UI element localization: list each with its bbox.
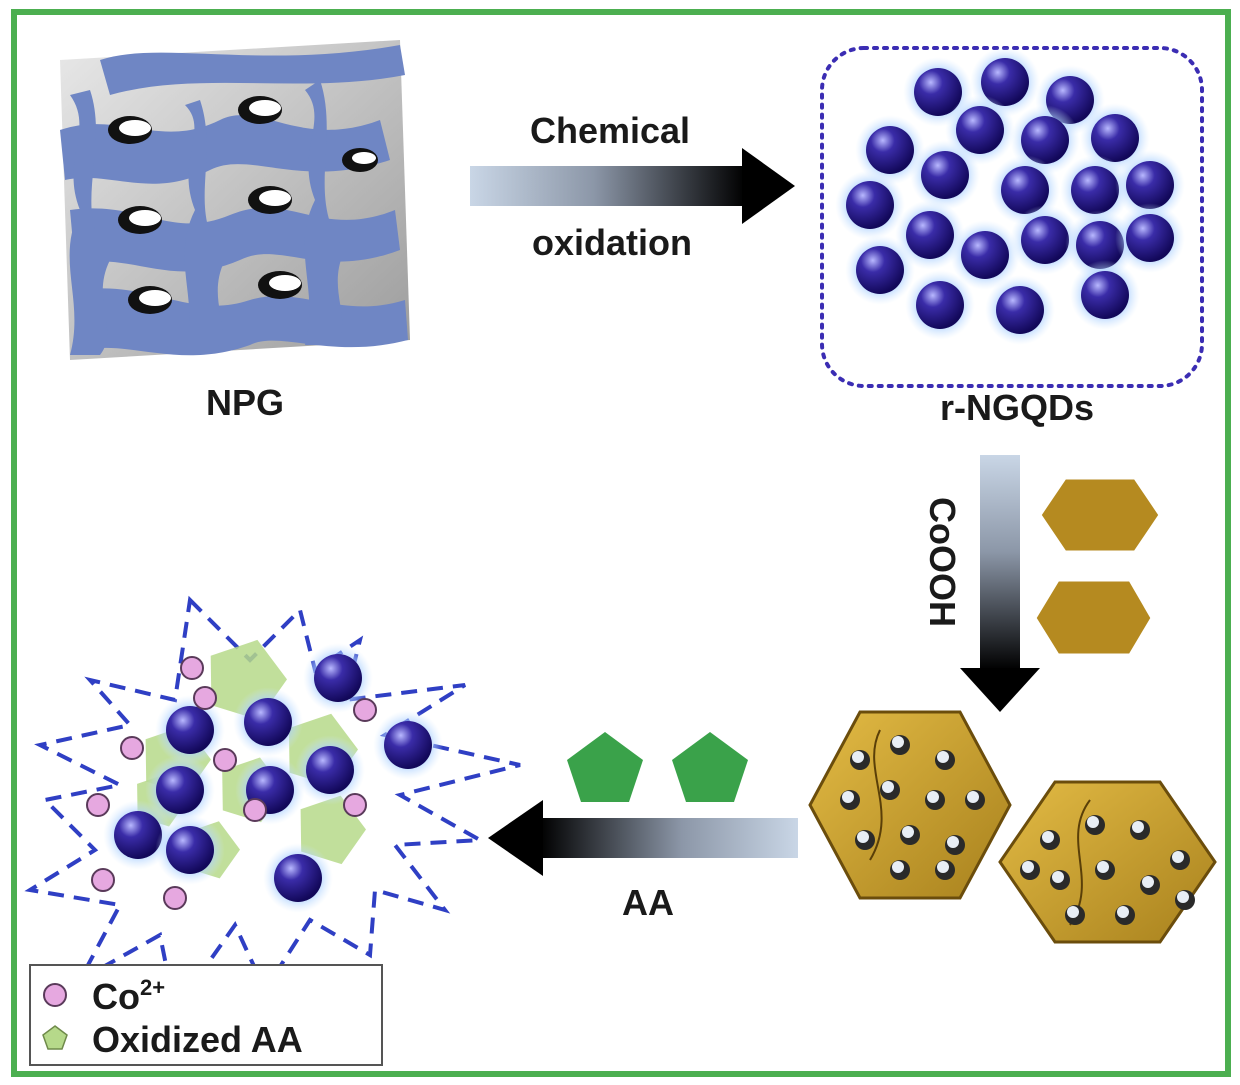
cooh-arrow <box>960 455 1040 712</box>
quantum-dot <box>835 170 905 240</box>
legend-box <box>29 964 383 1066</box>
npg-label: NPG <box>206 382 284 423</box>
quantum-dot <box>1060 155 1130 225</box>
loaded-dot <box>1065 905 1085 925</box>
loaded-dot <box>1170 850 1190 870</box>
quantum-dot <box>233 687 303 757</box>
quantum-dot <box>1010 205 1080 275</box>
loaded-dot <box>890 860 910 880</box>
co-ion <box>193 686 217 710</box>
nanosheet-loaded-dots <box>840 735 1195 925</box>
quantum-dot <box>1115 150 1185 220</box>
loaded-dot <box>1050 870 1070 890</box>
cooh-flake-icon <box>1033 578 1154 657</box>
legend-co-main: Co <box>92 976 140 1017</box>
loaded-dot <box>935 860 955 880</box>
loaded-dot <box>900 825 920 845</box>
co2-ions <box>86 656 377 910</box>
legend-oxidized-label: Oxidized AA <box>92 1019 303 1060</box>
loaded-dot <box>1130 820 1150 840</box>
loaded-dot <box>945 835 965 855</box>
legend-co-label: Co2+ <box>92 975 165 1017</box>
loaded-dot <box>880 780 900 800</box>
quantum-dot <box>845 235 915 305</box>
quantum-dot <box>155 815 225 885</box>
loaded-dot <box>890 735 910 755</box>
quantum-dot <box>1070 260 1140 330</box>
quantum-dot <box>970 47 1040 117</box>
loaded-dot <box>840 790 860 810</box>
quantum-dot <box>373 710 443 780</box>
loaded-dot <box>925 790 945 810</box>
co-ion <box>243 798 267 822</box>
co-ion <box>91 868 115 892</box>
loaded-dot <box>1140 875 1160 895</box>
recovered-quantum-dots <box>103 643 443 913</box>
npg-structure-image <box>60 40 410 360</box>
co-ion <box>86 793 110 817</box>
quantum-dot <box>155 695 225 765</box>
legend-co-superscript: 2+ <box>140 975 165 1000</box>
co-ion <box>343 793 367 817</box>
loaded-dot <box>1085 815 1105 835</box>
co-ion <box>180 656 204 680</box>
quantum-dot <box>263 843 333 913</box>
aa-arrow <box>488 800 798 876</box>
rngqds-quantum-dots <box>835 47 1185 345</box>
quantum-dot <box>145 755 215 825</box>
loaded-dot <box>1020 860 1040 880</box>
quantum-dot <box>303 643 373 713</box>
co-ion <box>163 886 187 910</box>
co-ion-icon <box>43 983 67 1007</box>
quantum-dot <box>905 270 975 340</box>
loaded-dot <box>935 750 955 770</box>
oxidized-aa-icon <box>42 1025 68 1050</box>
cooh-label: CoOOH <box>922 497 963 627</box>
oxidation-label: oxidation <box>532 222 692 263</box>
co-ion <box>353 698 377 722</box>
quantum-dot <box>1115 203 1185 273</box>
outer-frame <box>11 9 1231 1077</box>
aa-molecule-icon <box>567 732 643 802</box>
cooh-flake-icon <box>1038 476 1162 554</box>
chemical-oxidation-arrow <box>470 148 795 224</box>
loaded-dot <box>1175 890 1195 910</box>
co-ion <box>213 748 237 772</box>
loaded-dot <box>1115 905 1135 925</box>
quantum-dot <box>855 115 925 185</box>
loaded-dot <box>965 790 985 810</box>
loaded-dot <box>1095 860 1115 880</box>
quantum-dot <box>910 140 980 210</box>
loaded-dot <box>850 750 870 770</box>
aa-label: AA <box>622 882 674 923</box>
quantum-dot <box>950 220 1020 290</box>
loaded-dot <box>1040 830 1060 850</box>
fluorescence-burst <box>24 595 521 1015</box>
co-ion <box>120 736 144 760</box>
aa-molecule-icon <box>672 732 748 802</box>
rngqds-label: r-NGQDs <box>940 387 1094 428</box>
loaded-dot <box>855 830 875 850</box>
quantum-dot <box>895 200 965 270</box>
quantum-dot <box>985 275 1055 345</box>
chemical-label: Chemical <box>530 110 690 151</box>
quantum-dot <box>295 735 365 805</box>
